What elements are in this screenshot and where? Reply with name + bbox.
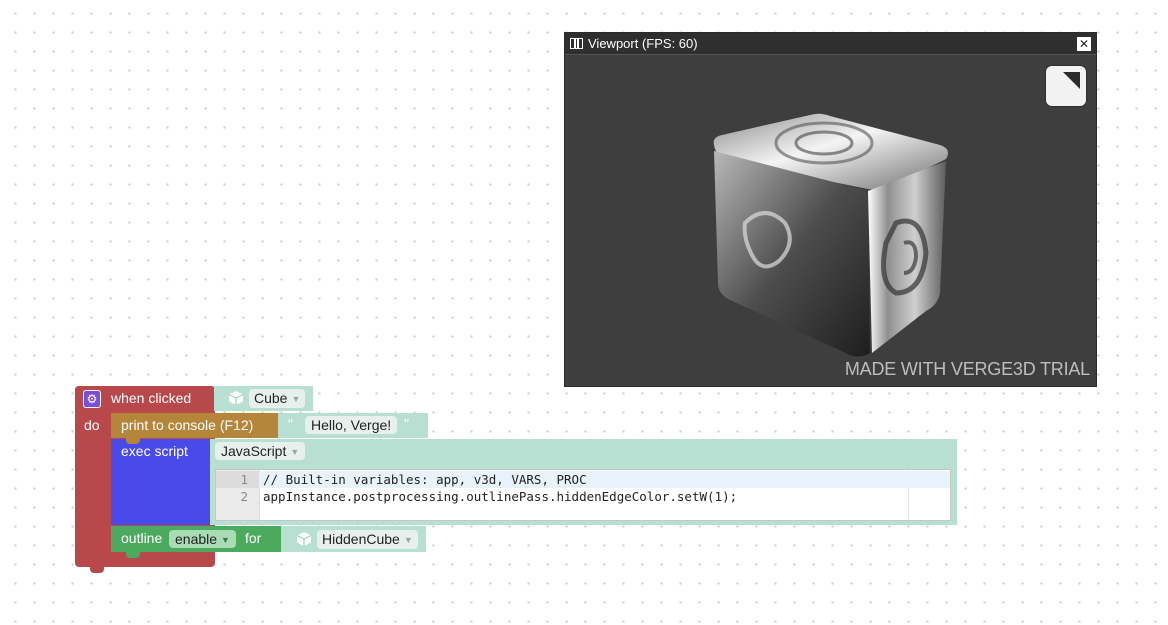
code-editor[interactable]: 1 // Built-in variables: app, v3d, VARS,… <box>215 469 951 521</box>
code-text: appInstance.postprocessing.outlinePass.h… <box>263 489 738 504</box>
object-field-hiddencube[interactable]: HiddenCube▼ <box>290 530 420 549</box>
close-quote-icon: ” <box>404 416 409 433</box>
viewport-title: Viewport (FPS: 60) <box>588 36 698 51</box>
chevron-down-icon: ▼ <box>290 447 300 457</box>
text-field[interactable]: Hello, Verge! <box>305 416 398 434</box>
print-to-console-label: print to console (F12) <box>121 417 254 433</box>
line-number: 1 <box>216 471 259 488</box>
block-notch <box>90 567 104 573</box>
chevron-down-icon: ▼ <box>291 394 301 404</box>
outline-mode-dropdown[interactable]: enable▼ <box>169 530 236 548</box>
chevron-down-icon: ▼ <box>221 535 230 545</box>
block-notch <box>126 438 140 444</box>
outline-label: outline <box>121 530 163 546</box>
block-notch <box>126 552 140 558</box>
cube-icon <box>228 391 244 405</box>
fullscreen-button[interactable] <box>1046 66 1086 106</box>
cube-icon <box>296 532 312 546</box>
trial-watermark: MADE WITH VERGE3D TRIAL <box>844 359 1090 379</box>
cube-render[interactable] <box>700 103 960 363</box>
object-field-cube[interactable]: Cube▼ <box>222 389 306 408</box>
close-icon[interactable]: ✕ <box>1077 36 1091 51</box>
do-label: do <box>84 417 100 433</box>
viewport-window: Viewport (FPS: 60) ✕ <box>564 32 1097 387</box>
gear-icon[interactable]: ⚙ <box>83 390 101 408</box>
language-dropdown[interactable]: JavaScript▼ <box>215 442 306 460</box>
exec-script-block[interactable] <box>111 439 211 525</box>
fullscreen-icon <box>1063 72 1080 89</box>
line-number: 2 <box>240 489 248 504</box>
chevron-down-icon: ▼ <box>403 535 413 545</box>
open-quote-icon: “ <box>288 416 293 433</box>
code-line[interactable]: 2 appInstance.postprocessing.outlinePass… <box>216 488 950 505</box>
viewport-header[interactable]: Viewport (FPS: 60) ✕ <box>565 33 1096 55</box>
code-text: // Built-in variables: app, v3d, VARS, P… <box>263 472 587 487</box>
print-margin <box>908 470 909 520</box>
exec-script-label: exec script <box>121 443 188 459</box>
code-line[interactable]: 1 // Built-in variables: app, v3d, VARS,… <box>216 471 950 488</box>
panel-icon <box>570 38 583 49</box>
when-clicked-label: when clicked <box>111 390 192 406</box>
for-label: for <box>245 530 262 546</box>
print-to-console-block[interactable] <box>111 413 279 438</box>
